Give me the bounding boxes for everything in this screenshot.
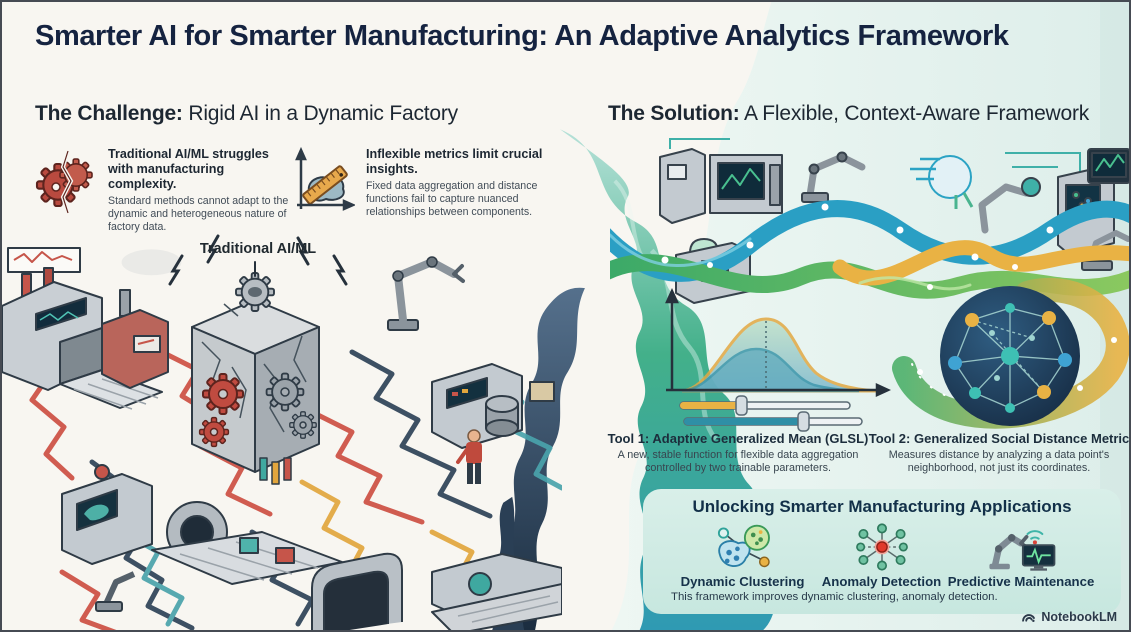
application-anomaly-detection: Anomaly Detection <box>812 521 951 589</box>
solution-heading: The Solution: A Flexible, Context-Aware … <box>608 102 1089 126</box>
challenge-point-complexity: Traditional AI/ML struggles with manufac… <box>35 147 293 234</box>
page-title: Smarter AI for Smarter Manufacturing: An… <box>35 20 1009 52</box>
applications-caption: This framework improves dynamic clusteri… <box>671 591 998 603</box>
point-title: Traditional AI/ML struggles with manufac… <box>108 147 269 191</box>
tool1-description: Tool 1: Adaptive Generalized Mean (GLSL)… <box>604 431 872 476</box>
tool1-body: A new, stable function for flexible data… <box>617 449 859 475</box>
applications-row: Dynamic Clustering <box>643 517 1121 589</box>
challenge-heading-strong: The Challenge: <box>35 102 183 125</box>
challenge-point-metrics: Inflexible metrics limit crucial insight… <box>293 147 555 219</box>
watermark: NotebookLM <box>1021 609 1117 624</box>
point-title: Inflexible metrics limit crucial insight… <box>366 147 543 176</box>
clustering-icon <box>706 521 780 573</box>
applications-panel: Unlocking Smarter Manufacturing Applicat… <box>643 489 1121 614</box>
solution-heading-strong: The Solution: <box>608 102 740 125</box>
ruler-chart-icon <box>293 147 355 219</box>
tool1-curves-illustration <box>665 287 892 432</box>
challenge-heading-rest: Rigid AI in a Dynamic Factory <box>182 102 458 125</box>
point-body: Fixed data aggregation and distance func… <box>366 179 538 219</box>
application-label: Dynamic Clustering <box>680 574 805 589</box>
tool2-body: Measures distance by analyzing a data po… <box>888 449 1110 475</box>
point-body: Standard methods cannot adapt to the dyn… <box>108 194 289 234</box>
tool1-title: Tool 1: Adaptive Generalized Mean (GLSL) <box>607 431 869 446</box>
tool2-description: Tool 2: Generalized Social Distance Metr… <box>868 431 1130 476</box>
anomaly-icon <box>849 521 915 573</box>
robot-monitor-icon <box>981 521 1061 573</box>
factory-illustration <box>2 234 562 630</box>
application-label: Anomaly Detection <box>821 574 942 589</box>
solution-heading-rest: A Flexible, Context-Aware Framework <box>739 102 1090 125</box>
notebooklm-logo-icon <box>1021 609 1036 624</box>
challenge-heading: The Challenge: Rigid AI in a Dynamic Fac… <box>35 102 458 126</box>
traditional-aiml-label: Traditional AI/ML <box>199 241 317 257</box>
tool2-network-illustration <box>892 277 1129 429</box>
application-dynamic-clustering: Dynamic Clustering <box>673 521 812 589</box>
tool2-title: Tool 2: Generalized Social Distance Metr… <box>868 431 1130 446</box>
application-predictive-maintenance: Predictive Maintenance <box>948 521 1094 589</box>
watermark-text: NotebookLM <box>1041 609 1117 624</box>
broken-gear-icon <box>35 147 97 234</box>
applications-title: Unlocking Smarter Manufacturing Applicat… <box>692 497 1072 516</box>
application-label: Predictive Maintenance <box>947 574 1095 589</box>
